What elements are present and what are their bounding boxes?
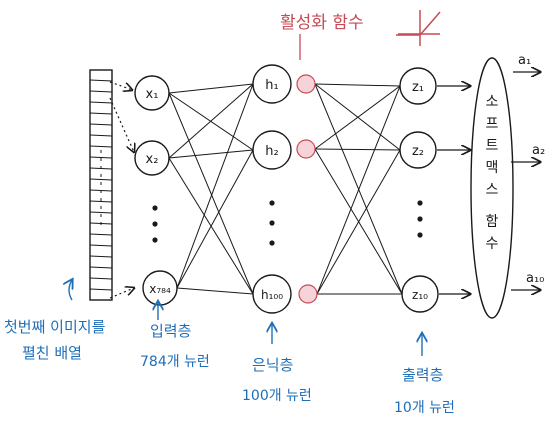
input-node-2-label: x₂ bbox=[146, 152, 159, 167]
softmax-char-4: 맥 bbox=[486, 160, 499, 176]
input-hidden-edge bbox=[168, 83, 254, 159]
softmax-char-3: 트 bbox=[486, 138, 499, 154]
hidden-output-edge bbox=[314, 148, 401, 151]
output-a1-label: a₁ bbox=[518, 53, 531, 68]
input-hidden-edge bbox=[176, 149, 254, 289]
annotation-input-column: 첫번째 이미지를 펼친 배열 bbox=[4, 280, 106, 362]
softmax-ellipse bbox=[470, 57, 514, 319]
array-cell-divider bbox=[89, 178, 113, 181]
annotation-output-layer: 출력층 10개 뉴런 bbox=[394, 334, 455, 416]
input-column-label-line1: 첫번째 이미지를 bbox=[4, 318, 106, 336]
activation-function-label: 활성화 함수 bbox=[280, 13, 364, 33]
softmax-outputs: a₁ a₂ a₁₀ bbox=[511, 53, 545, 290]
hidden-layer: h₁ h₂ h₁₀₀ bbox=[252, 64, 292, 314]
hidden-node-2 bbox=[252, 130, 292, 170]
activation-node-2 bbox=[296, 139, 316, 159]
input-hidden-edge bbox=[176, 287, 254, 295]
array-cell-divider bbox=[89, 233, 113, 236]
hidden-layer-sublabel: 100개 뉴런 bbox=[242, 388, 312, 404]
hidden-node-100-label: h₁₀₀ bbox=[261, 288, 283, 302]
activation-node-100 bbox=[298, 284, 318, 304]
output-ellipsis-dots bbox=[417, 200, 423, 238]
activation-node-1 bbox=[296, 74, 316, 94]
softmax-char-7: 수 bbox=[486, 236, 499, 252]
array-cell-divider bbox=[89, 79, 113, 82]
hidden-node-1 bbox=[252, 64, 292, 104]
array-cell-divider bbox=[89, 145, 113, 148]
array-cell-divider bbox=[89, 112, 113, 115]
input-layer-label: 입력층 bbox=[150, 322, 191, 340]
input-layer-sublabel: 784개 뉴런 bbox=[140, 354, 210, 370]
hidden-output-edge bbox=[316, 85, 401, 295]
softmax-char-1: 소 bbox=[486, 94, 499, 110]
input-hidden-edge bbox=[168, 92, 254, 295]
flattened-array-column bbox=[89, 69, 113, 301]
output-layer: z₁ z₂ z₁₀ bbox=[399, 67, 439, 313]
input-node-1-label: x₁ bbox=[146, 87, 159, 102]
column-to-input-arrows bbox=[109, 81, 134, 299]
input-hidden-edge bbox=[168, 83, 254, 94]
output-node-10 bbox=[401, 275, 439, 313]
hidden-layer-label: 은닉층 bbox=[252, 356, 293, 374]
softmax-char-5: 스 bbox=[486, 182, 499, 198]
input-node-1 bbox=[134, 75, 170, 111]
hidden-node-2-label: h₂ bbox=[265, 144, 278, 159]
array-cell-divider bbox=[89, 266, 113, 269]
annotation-hidden-layer: 은닉층 100개 뉴런 bbox=[242, 324, 312, 404]
array-cell-divider bbox=[89, 90, 113, 93]
input-ellipsis-dots bbox=[152, 205, 158, 243]
output-layer-sublabel: 10개 뉴런 bbox=[394, 400, 455, 416]
softmax-char-2: 프 bbox=[486, 116, 499, 132]
array-cell-divider bbox=[89, 255, 113, 258]
activation-nodes bbox=[296, 74, 318, 304]
softmax-function: 소 프 트 맥 스 함 수 bbox=[470, 57, 514, 319]
array-cell-divider bbox=[89, 123, 113, 126]
array-cell-divider bbox=[89, 156, 113, 159]
output-node-2 bbox=[399, 131, 437, 169]
softmax-char-6: 함 bbox=[486, 214, 499, 230]
hidden-node-100 bbox=[252, 274, 292, 314]
output-node-10-label: z₁₀ bbox=[412, 288, 428, 302]
output-node-2-label: z₂ bbox=[412, 144, 424, 159]
input-column-label-line2: 펼친 배열 bbox=[22, 344, 82, 362]
output-a2-label: a₂ bbox=[532, 143, 545, 158]
output-node-1-label: z₁ bbox=[412, 80, 424, 95]
hidden-output-edge bbox=[314, 85, 401, 150]
output-to-softmax-arrows bbox=[437, 86, 470, 294]
input-layer: x₁ x₂ x₇₈₄ bbox=[134, 75, 178, 306]
input-hidden-edge bbox=[176, 83, 254, 289]
array-cell-divider bbox=[89, 200, 113, 203]
array-cell-divider bbox=[89, 288, 113, 291]
array-cell-divider bbox=[89, 211, 113, 214]
output-layer-label: 출력층 bbox=[402, 366, 443, 384]
activation-graph-icon bbox=[396, 10, 441, 46]
hidden-node-1-label: h₁ bbox=[265, 78, 278, 93]
input-node-2 bbox=[134, 140, 170, 176]
array-cell-divider bbox=[89, 101, 113, 104]
array-cell-divider bbox=[89, 244, 113, 247]
array-cell-divider bbox=[89, 134, 113, 137]
network-connections bbox=[168, 83, 403, 295]
hidden-output-edge bbox=[316, 149, 401, 295]
input-node-784-label: x₇₈₄ bbox=[149, 282, 171, 296]
hidden-ellipsis-dots bbox=[269, 200, 275, 246]
output-node-1 bbox=[399, 67, 437, 105]
hidden-output-edge bbox=[314, 83, 401, 87]
input-hidden-edge bbox=[168, 149, 254, 159]
array-cell-divider bbox=[89, 277, 113, 280]
output-a10-label: a₁₀ bbox=[526, 271, 544, 286]
annotation-input-layer: 입력층 784개 뉴런 bbox=[140, 302, 210, 370]
